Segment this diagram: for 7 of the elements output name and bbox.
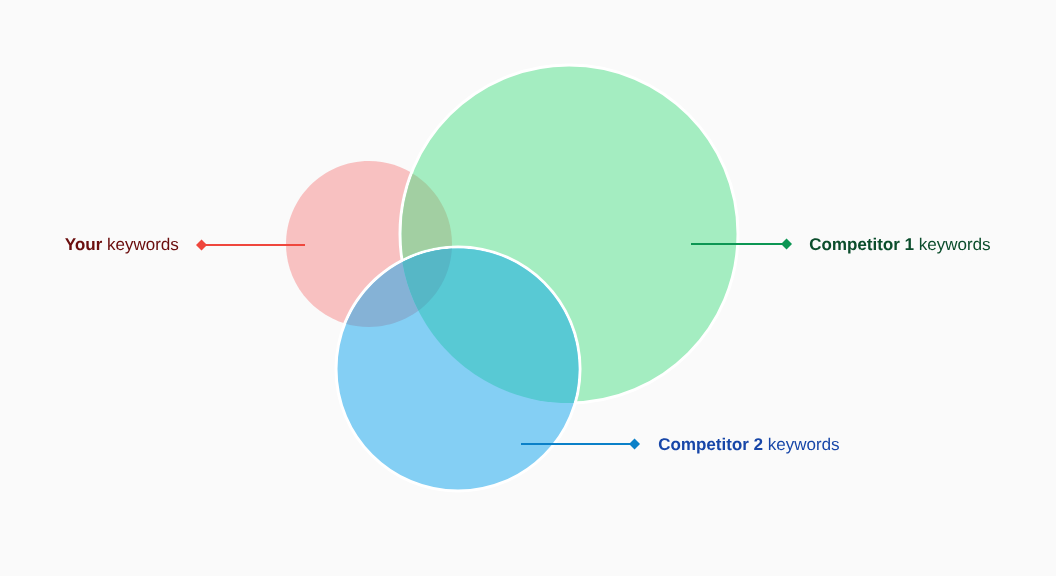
category-label: Competitor 1 keywords — [809, 237, 990, 254]
category-label: Competitor 2 keywords — [658, 437, 839, 454]
leader-line — [196, 239, 306, 251]
venn-circle — [286, 161, 452, 327]
leader-line — [690, 238, 792, 250]
leader-line — [520, 438, 640, 450]
category-label: Your keywords — [65, 237, 179, 254]
